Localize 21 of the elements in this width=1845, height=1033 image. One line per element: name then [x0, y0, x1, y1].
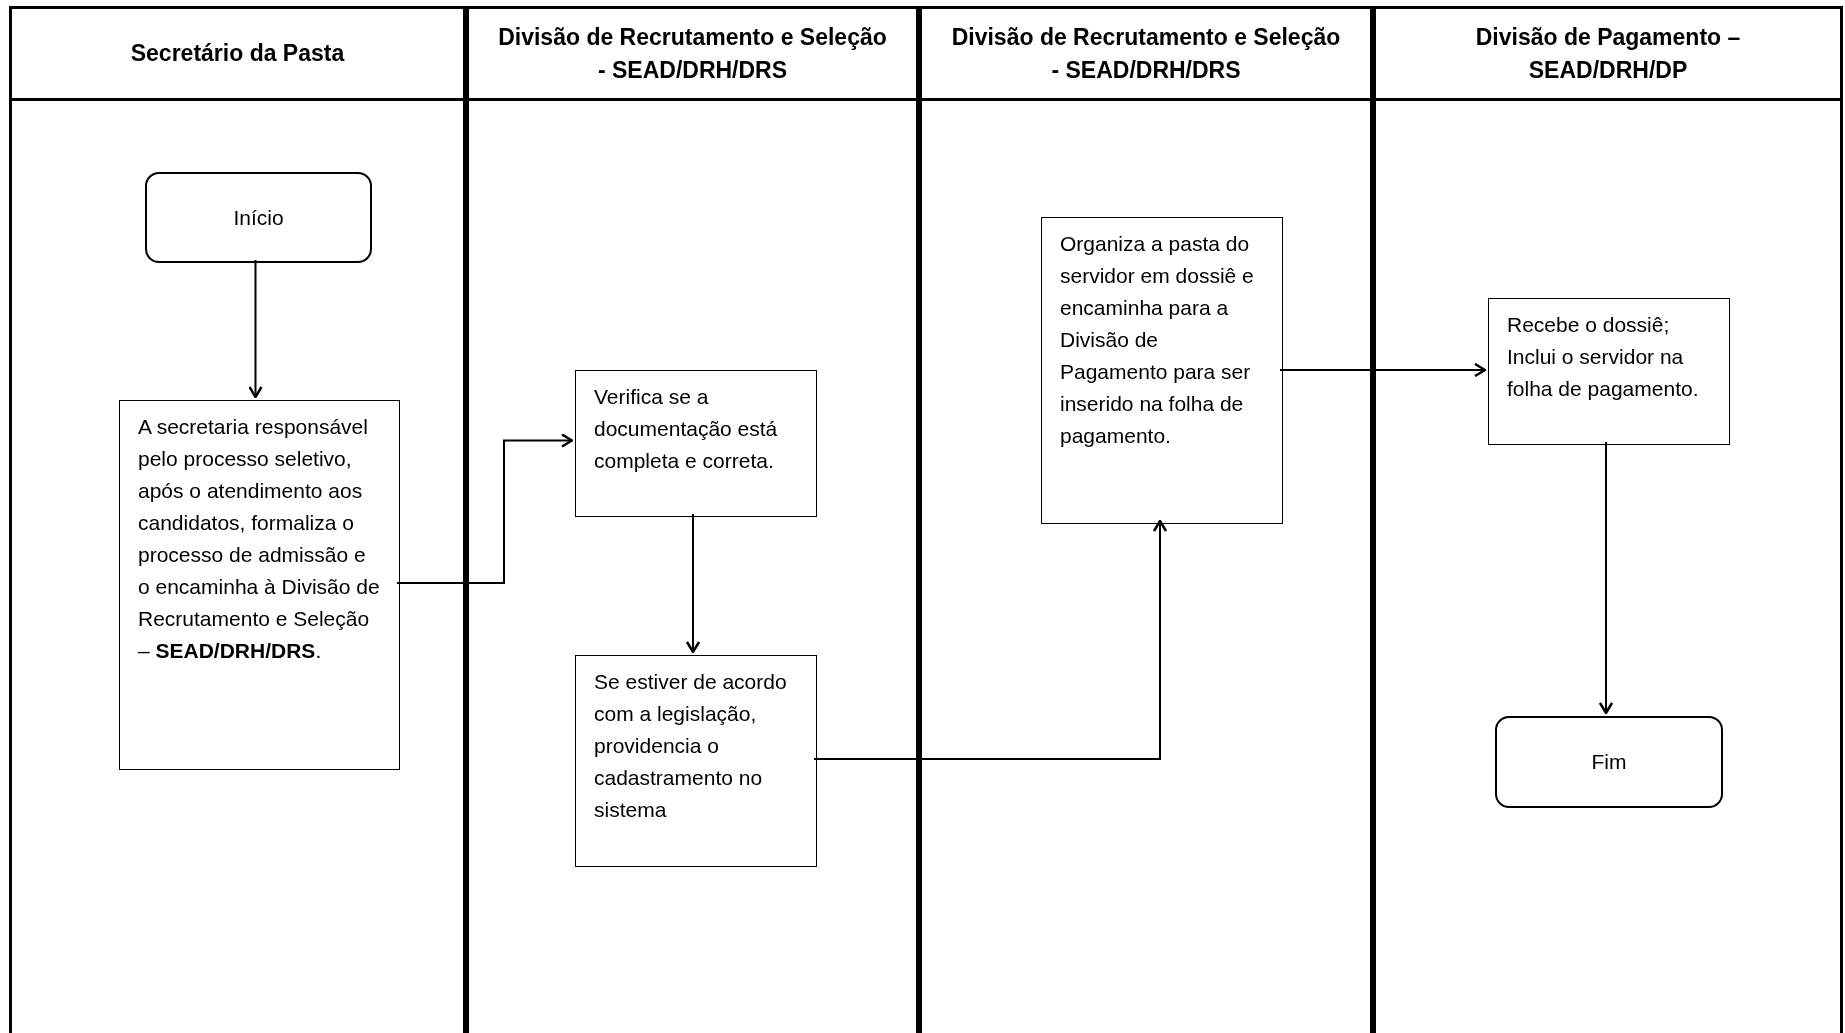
process-box: Se estiver de acordo com a legislação, providencia o cadastramento no sistema [575, 655, 817, 867]
process-box: Verifica se a documentação está completa e correta. [575, 370, 817, 517]
arrow [1598, 441, 1614, 715]
process-box: Recebe o dossiê; Inclui o servidor na folha de pagamento. [1488, 298, 1730, 445]
arrow [396, 433, 574, 584]
lane-header: Secretário da Pasta [12, 9, 463, 101]
swimlane [919, 6, 1373, 1033]
arrow [1279, 362, 1487, 378]
swimlane [466, 6, 919, 1033]
lane-header: Divisão de Pagamento – SEAD/DRH/DP [1376, 9, 1840, 101]
terminal-box: Fim [1495, 716, 1723, 808]
swimlane [1373, 6, 1843, 1033]
process-box: A secretaria responsável pelo processo seletivo, após o atendimento aos candidatos, formaliza o processo de admissão e o encaminha à Divisão de Recrutamento e Seleção – SEAD/DRH/DRS. [119, 400, 400, 770]
lane-header: Divisão de Recrutamento e Seleção - SEAD/DRH/DRS [469, 9, 916, 101]
arrow [248, 259, 263, 399]
arrow [813, 519, 1168, 760]
lane-header: Divisão de Recrutamento e Seleção - SEAD/DRH/DRS [922, 9, 1370, 101]
swimlane [9, 6, 466, 1033]
process-box: Organiza a pasta do servidor em dossiê e encaminha para a Divisão de Pagamento para ser inserido na folha de pagamento. [1041, 217, 1283, 524]
terminal-box: Início [145, 172, 372, 263]
arrow [685, 513, 701, 654]
